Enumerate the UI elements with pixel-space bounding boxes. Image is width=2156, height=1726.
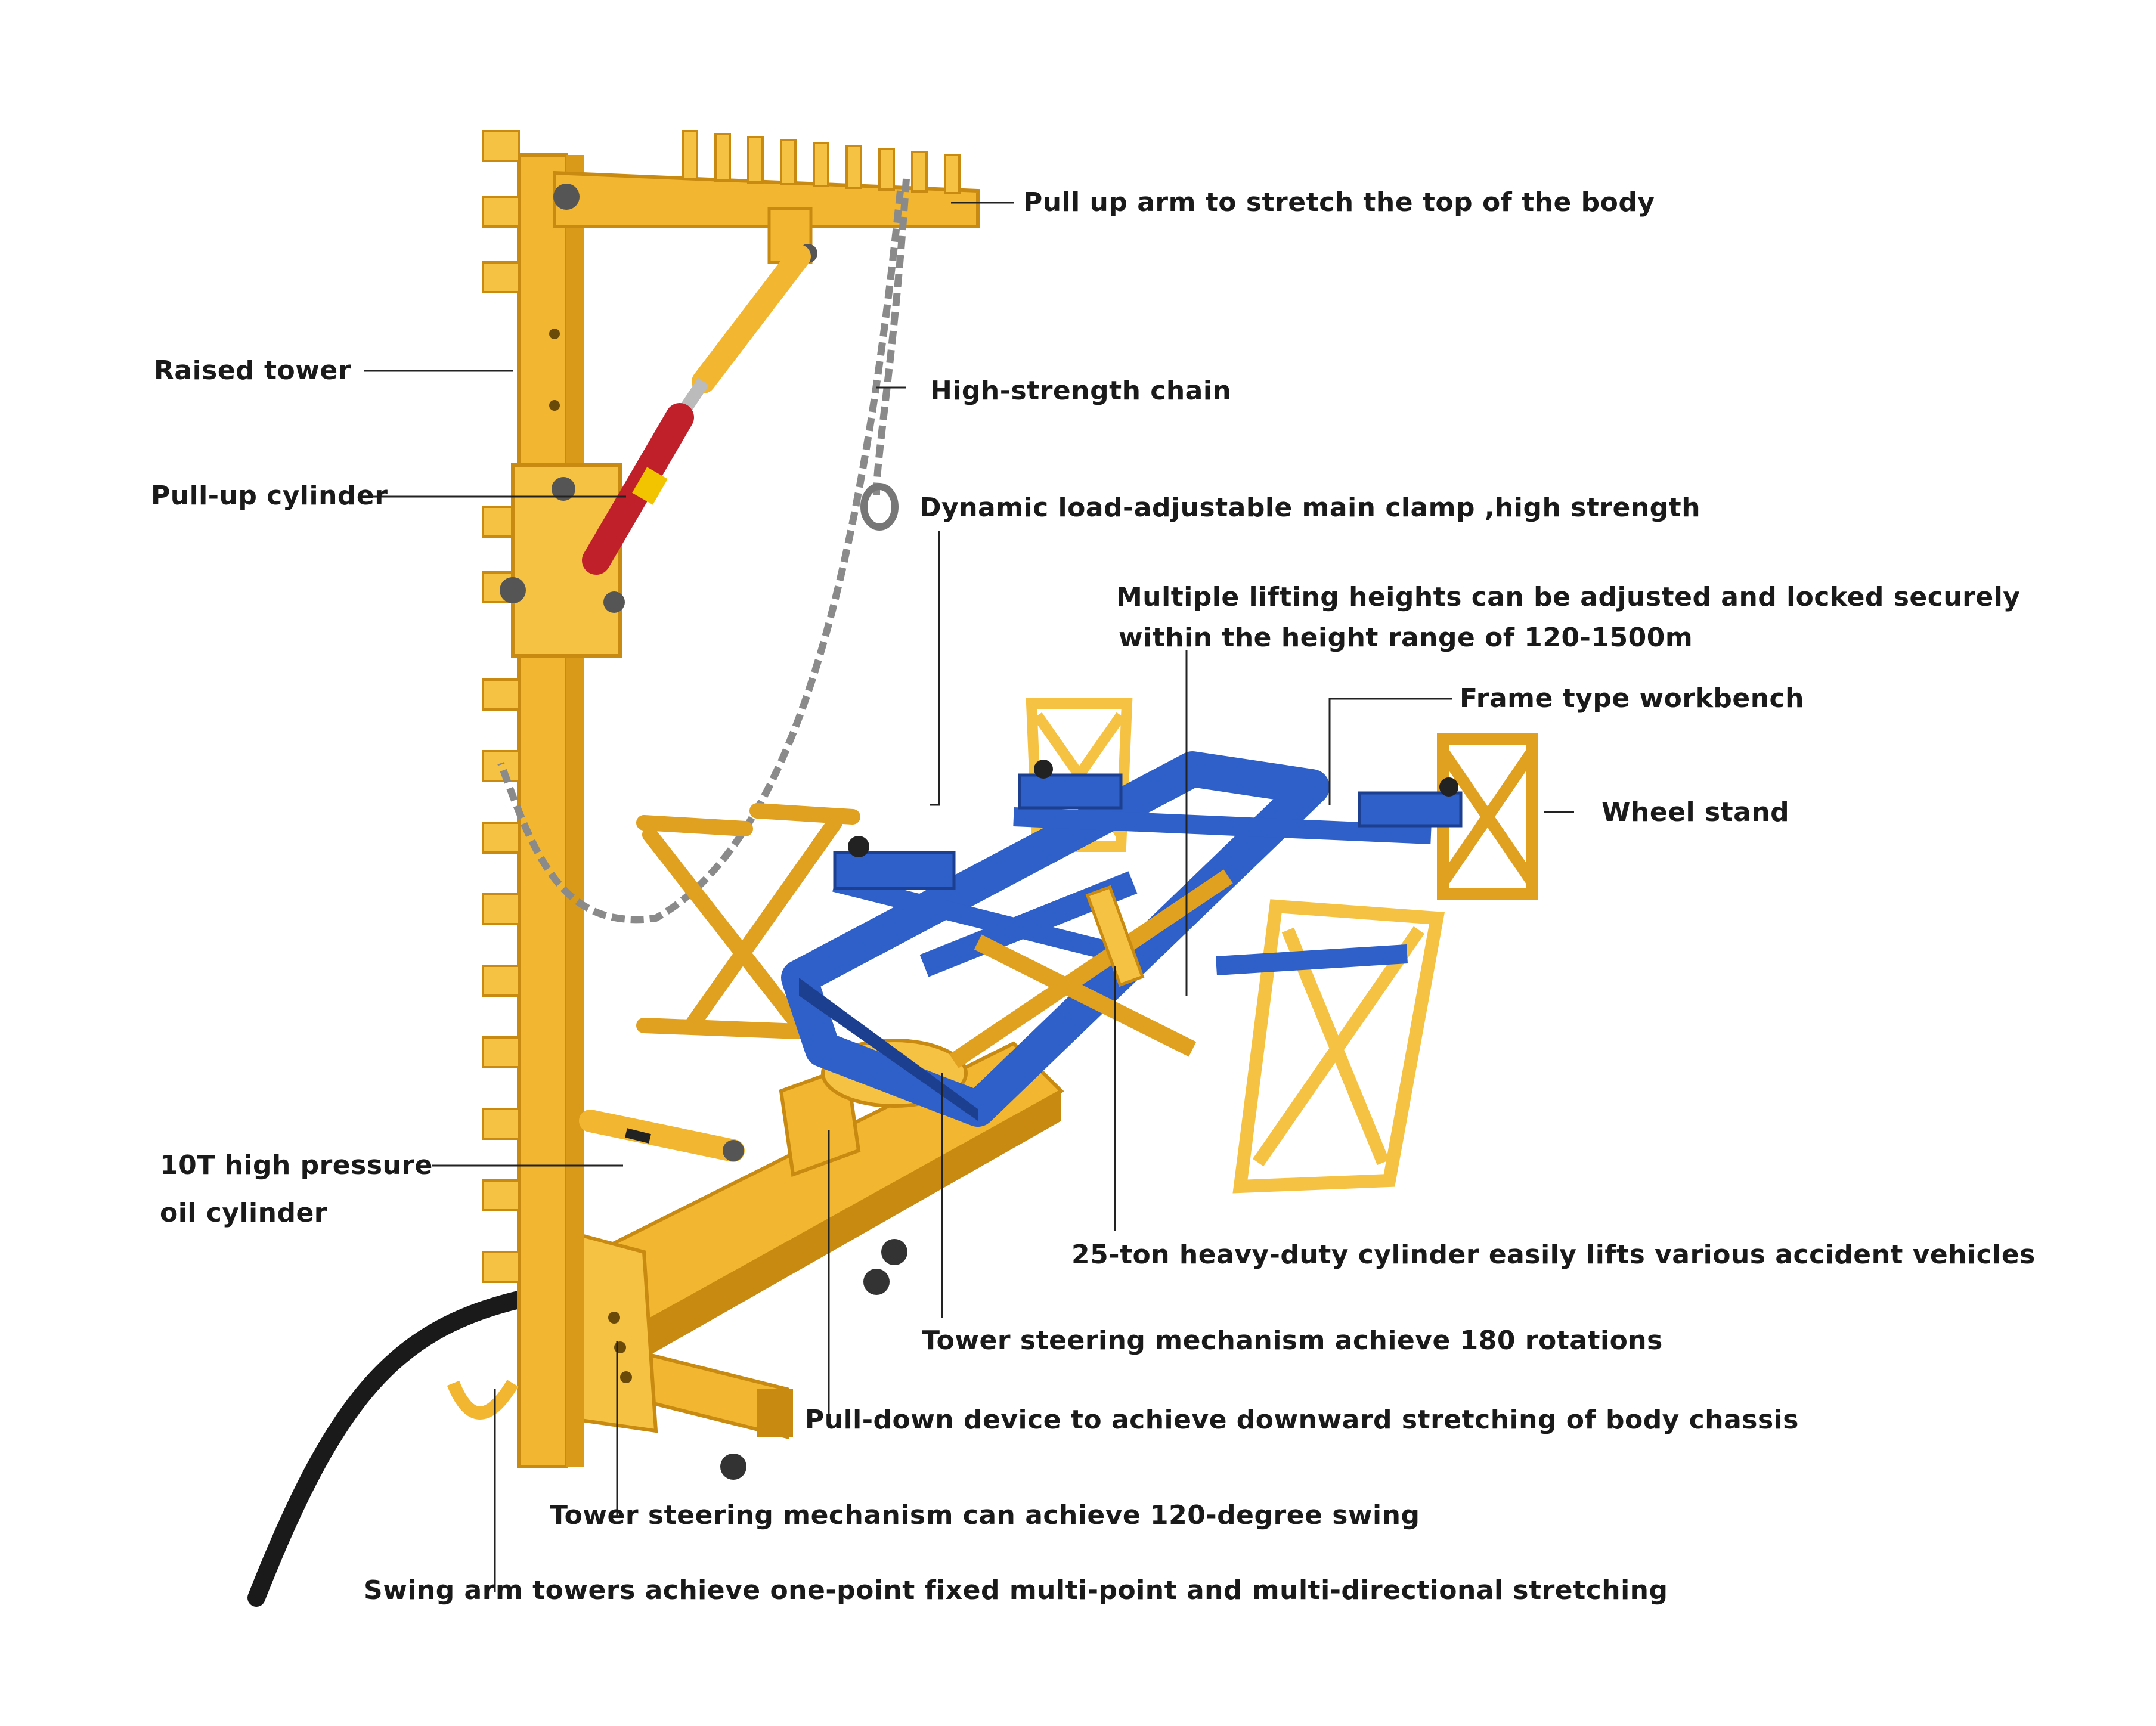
label-pull-up-cylinder: Pull-up cylinder [151,481,388,511]
lift-scissor [949,869,1233,1068]
label-pull-up-arm: Pull up arm to stretch the top of the bo… [1023,187,1655,218]
pull-up-cylinder [582,244,811,575]
label-lifting-heights-line2: within the height range of 120-1500m [1119,622,1693,653]
label-tower-steering-120: Tower steering mechanism can achieve 120… [550,1500,1420,1530]
leader-lines [364,202,1574,1592]
label-heavy-duty-cylinder: 25-ton heavy-duty cylinder easily lifts … [1071,1240,2036,1270]
wheel-stand-front-right [1232,899,1445,1194]
chain-hook [860,483,899,531]
wheel-stand-left [636,803,860,1039]
label-swing-arm-towers: Swing arm towers achieve one-point fixed… [364,1575,1668,1606]
label-main-clamp: Dynamic load-adjustable main clamp ,high… [919,492,1701,523]
label-oil-cylinder-line1: 10T high pressure [160,1150,433,1180]
label-high-strength-chain: High-strength chain [930,376,1232,406]
label-frame-workbench: Frame type workbench [1460,683,1804,714]
pull-up-arm [553,130,980,264]
label-raised-tower: Raised tower [154,355,351,386]
label-lifting-heights-line1: Multiple lifting heights can be adjusted… [1116,582,2021,612]
label-oil-cylinder-line2: oil cylinder [160,1198,327,1228]
frame-workbench [781,751,1463,1127]
label-wheel-stand: Wheel stand [1601,797,1790,828]
label-pull-down-device: Pull-down device to achieve downward str… [805,1405,1799,1435]
label-tower-steering-180: Tower steering mechanism achieve 180 rot… [922,1325,1663,1356]
oil-cylinder-10t [579,1110,745,1162]
lift-cylinder [1085,885,1145,987]
hydraulic-hose [247,1291,528,1607]
